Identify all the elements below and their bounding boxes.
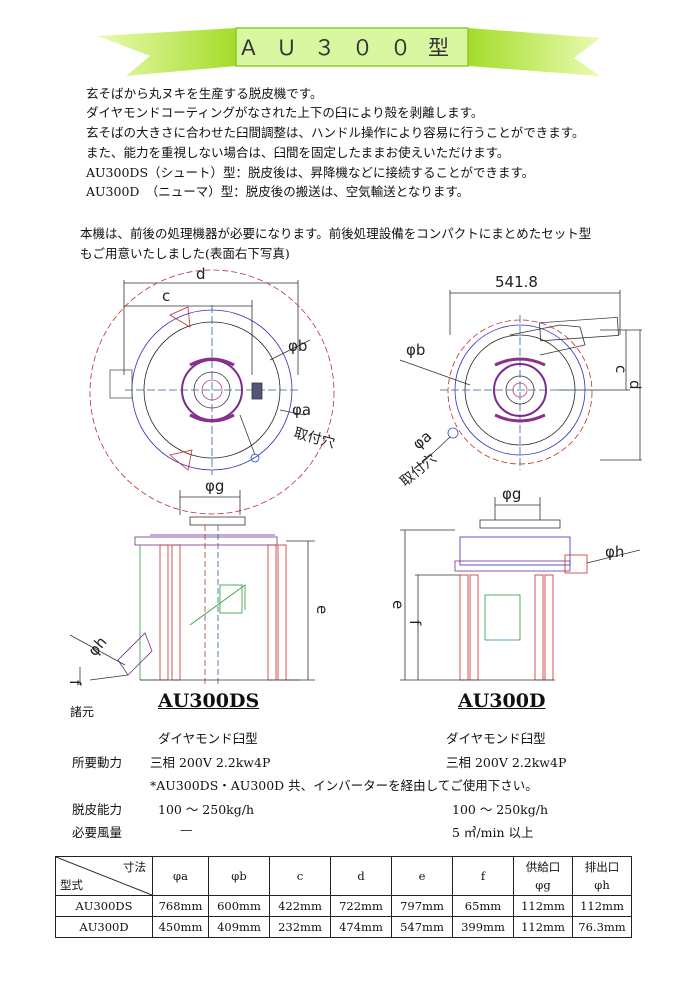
technical-drawings: d c φb φa 取付穴 541.8 φb c d φa bbox=[66, 265, 644, 686]
table-corner-cell: 寸法 型式 bbox=[55, 856, 153, 896]
label-e-left: e bbox=[313, 605, 331, 614]
label-541: 541.8 bbox=[495, 273, 538, 291]
intro-line-3: 玄そばの大きさに合わせた臼間調整は、ハンドル操作により容易に行うことができます。 bbox=[86, 125, 585, 140]
table-cell: 232mm bbox=[269, 916, 331, 938]
table-header-cell: f bbox=[452, 856, 514, 896]
table-cell: 112mm bbox=[513, 916, 573, 938]
spec-air-label: 必要風量 bbox=[72, 825, 123, 840]
intro-line-4: また、能力を重視しない場合は、臼間を固定したままお使えいただけます。 bbox=[86, 145, 510, 160]
table-header-cell: e bbox=[391, 856, 453, 896]
label-phib-right: φb bbox=[406, 341, 425, 359]
label-phig-right: φg bbox=[502, 485, 521, 503]
table-cell: 422mm bbox=[269, 895, 331, 917]
table-header-cell: d bbox=[330, 856, 392, 896]
intro-line-6: AU300D （ニューマ）型：脱皮後の搬送は、空気輸送となります。 bbox=[86, 184, 470, 199]
spec-power-label: 所要動力 bbox=[72, 755, 123, 770]
spec-type-ds: ダイヤモンド臼型 bbox=[158, 731, 258, 746]
table-cell: 722mm bbox=[330, 895, 392, 917]
label-c-left: c bbox=[162, 287, 170, 305]
d-side-view bbox=[400, 497, 641, 681]
table-cell: 112mm bbox=[572, 895, 632, 917]
note-line-2: もご用意いたしました(表面右下写真) bbox=[80, 246, 290, 261]
spec-type-d: ダイヤモンド臼型 bbox=[446, 731, 546, 746]
spec-capacity-d: 100 〜 250kg/h bbox=[452, 802, 549, 817]
label-mount-left: 取付穴 bbox=[292, 425, 337, 451]
spec-capacity-label: 脱皮能力 bbox=[72, 802, 123, 817]
specs-heading: 諸元 bbox=[70, 705, 95, 719]
label-d-left: d bbox=[196, 265, 206, 283]
title-banner bbox=[98, 27, 600, 76]
table-cell: 399mm bbox=[452, 916, 514, 938]
table-cell: 65mm bbox=[452, 895, 514, 917]
spec-capacity-ds: 100 〜 250kg/h bbox=[158, 802, 255, 817]
page-title: ＡＵ３００型 bbox=[238, 36, 466, 60]
ds-plan-view bbox=[89, 269, 335, 515]
model-label-d: AU300D bbox=[458, 690, 546, 712]
table-header-cell: φa bbox=[152, 856, 209, 896]
label-f-right: f bbox=[406, 620, 424, 626]
table-cell: 474mm bbox=[330, 916, 392, 938]
table-cell: 112mm bbox=[513, 895, 573, 917]
table-cell: 450mm bbox=[152, 916, 209, 938]
table-row: AU300D 450mm 409mm 232mm 474mm 547mm 399… bbox=[55, 916, 632, 938]
table-row: AU300DS 768mm 600mm 422mm 722mm 797mm 65… bbox=[55, 895, 632, 917]
table-cell: 768mm bbox=[152, 895, 209, 917]
table-cell-model: AU300D bbox=[55, 916, 153, 938]
model-label-ds: AU300DS bbox=[158, 690, 260, 712]
table-header-cell: φb bbox=[208, 856, 270, 896]
spec-power-d: 三相 200V 2.2kw4P bbox=[446, 755, 567, 770]
label-phih-left: φh bbox=[84, 633, 110, 659]
intro-line-5: AU300DS（シュート）型：脱皮後は、昇降機などに接続することができます。 bbox=[86, 165, 535, 180]
spec-power-ds: 三相 200V 2.2kw4P bbox=[150, 755, 271, 770]
spec-air-d: 5 ㎥/min 以上 bbox=[452, 825, 534, 840]
corner-bottom-label: 型式 bbox=[60, 878, 83, 892]
table-cell: 76.3mm bbox=[572, 916, 632, 938]
label-phib-left: φb bbox=[288, 337, 307, 355]
intro-line-2: ダイヤモンドコーティングがなされた上下の臼により殻を剥離します。 bbox=[86, 105, 484, 120]
table-cell: 547mm bbox=[391, 916, 453, 938]
label-phia-right: φa bbox=[409, 427, 435, 453]
table-cell: 600mm bbox=[208, 895, 270, 917]
table-cell: 409mm bbox=[208, 916, 270, 938]
label-e-right: e bbox=[389, 600, 407, 609]
table-cell: 797mm bbox=[391, 895, 453, 917]
label-phig-left: φg bbox=[205, 477, 224, 495]
label-f-left: f bbox=[66, 680, 84, 686]
spec-air-ds: — bbox=[180, 822, 193, 837]
note-line-1: 本機は、前後の処理機器が必要になります。前後処理設備をコンパクトにまとめたセット… bbox=[80, 226, 592, 241]
label-d-right: d bbox=[626, 380, 644, 390]
label-phia-left: φa bbox=[292, 401, 311, 419]
intro-line-1: 玄そばから丸ヌキを生産する脱皮機です。 bbox=[86, 86, 323, 101]
spec-inverter-note: *AU300DS・AU300D 共、インバーターを経由してご使用下さい。 bbox=[150, 778, 538, 793]
ds-side-view bbox=[69, 490, 315, 685]
corner-top-label: 寸法 bbox=[123, 860, 146, 874]
label-c-right: c bbox=[612, 365, 630, 373]
d-plan-view bbox=[399, 290, 642, 470]
table-cell-model: AU300DS bbox=[55, 895, 153, 917]
table-header-cell: c bbox=[269, 856, 331, 896]
label-phih-right: φh bbox=[605, 543, 624, 561]
label-mount-right: 取付穴 bbox=[397, 451, 439, 490]
